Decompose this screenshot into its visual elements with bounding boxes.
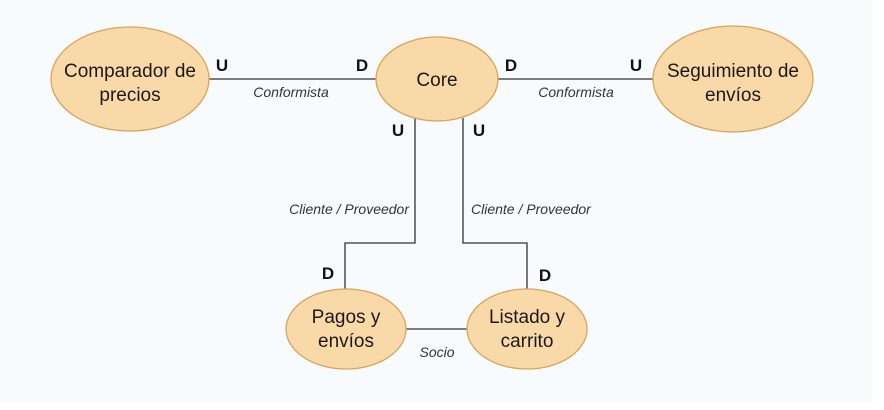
upstream-marker-comparador: U <box>216 56 228 75</box>
node-seguimiento: Seguimiento de envíos <box>652 25 814 133</box>
page-margin-bottom <box>0 402 884 410</box>
node-pagos-label-line1: Pagos y <box>312 307 381 328</box>
node-core-shape <box>375 36 499 122</box>
node-comparador-label-line2: precios <box>99 85 160 106</box>
node-pagos-shape <box>285 288 407 370</box>
edge-core-pagos <box>344 118 416 292</box>
node-listado: Listado y carrito <box>466 288 588 370</box>
upstream-marker-core-listado: U <box>473 121 485 140</box>
relation-label-core-seguimiento: Conformista <box>538 84 614 100</box>
node-seguimiento-label-line2: envíos <box>705 85 761 106</box>
relation-label-core-pagos: Cliente / Proveedor <box>289 201 410 217</box>
relation-label-pagos-listado: Socio <box>419 344 454 360</box>
upstream-marker-seguimiento: U <box>630 56 642 75</box>
node-comparador-shape <box>50 26 210 132</box>
page-margin-right <box>872 0 884 410</box>
node-core: Core <box>375 36 499 122</box>
node-seguimiento-label-line1: Seguimiento de <box>667 61 799 82</box>
node-listado-label-line2: carrito <box>501 331 554 352</box>
node-pagos: Pagos y envíos <box>285 288 407 370</box>
relation-label-core-listado: Cliente / Proveedor <box>471 201 592 217</box>
downstream-marker-listado: D <box>539 266 551 285</box>
node-seguimiento-shape <box>652 25 814 133</box>
edge-core-listado <box>462 118 528 292</box>
node-listado-shape <box>466 288 588 370</box>
node-listado-label-line1: Listado y <box>489 307 566 328</box>
node-comparador: Comparador de precios <box>50 26 210 132</box>
node-comparador-label-line1: Comparador de <box>64 61 196 82</box>
relation-label-comparador-core: Conformista <box>253 84 329 100</box>
upstream-marker-core-pagos: U <box>392 121 404 140</box>
downstream-marker-core-left: D <box>356 56 368 75</box>
downstream-marker-pagos: D <box>322 264 334 283</box>
downstream-marker-core-right: D <box>505 56 517 75</box>
node-core-label: Core <box>416 70 457 91</box>
node-pagos-label-line2: envíos <box>318 331 374 352</box>
